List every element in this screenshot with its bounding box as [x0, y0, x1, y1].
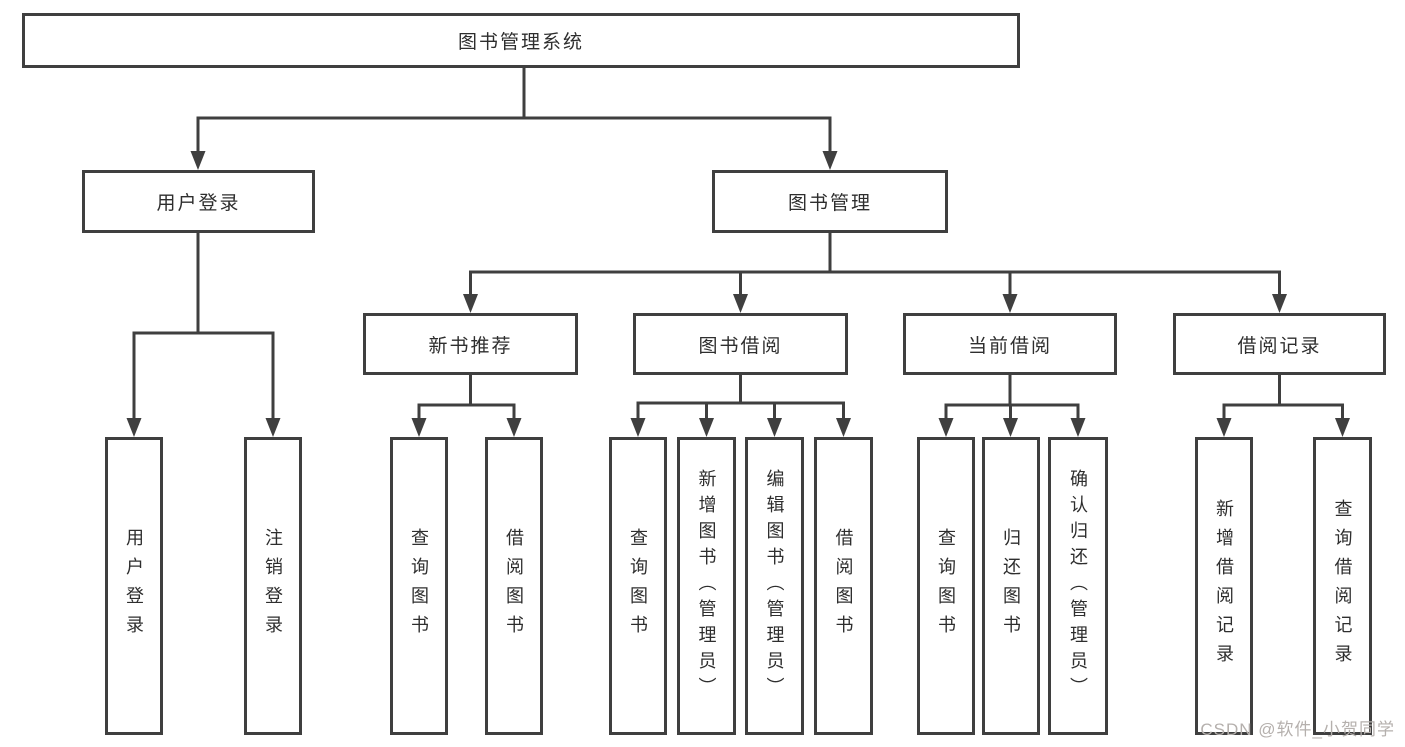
- arrow-icon: [1335, 418, 1350, 437]
- node-label: 查询图书: [936, 528, 956, 644]
- connector-newbook-split: [417, 403, 516, 420]
- connector-bookmgmt-split: [469, 270, 1281, 296]
- node-label: 查询借阅记录: [1332, 499, 1353, 673]
- node-leaf-add-books-admin: 新增图书（管理员）: [677, 437, 736, 735]
- arrow-icon: [836, 418, 851, 437]
- arrow-icon: [733, 294, 748, 313]
- node-leaf-recommend-borrow-books: 借阅图书: [485, 437, 543, 735]
- arrow-icon: [126, 418, 142, 437]
- node-label: 图书管理系统: [457, 32, 584, 53]
- arrow-icon: [463, 294, 478, 313]
- node-leaf-edit-books-admin: 编辑图书（管理员）: [745, 437, 804, 735]
- node-leaf-return-books: 归还图书: [982, 437, 1040, 735]
- node-leaf-recommend-query-books: 查询图书: [390, 437, 448, 735]
- connector-root-split: [196, 116, 832, 152]
- arrow-icon: [822, 151, 838, 170]
- node-leaf-borrow-books: 借阅图书: [814, 437, 873, 735]
- node-borrowing-records: 借阅记录: [1173, 313, 1386, 375]
- connector-userlogin-split: [132, 331, 275, 420]
- node-leaf-logout: 注销登录: [244, 437, 302, 735]
- arrow-icon: [699, 418, 714, 437]
- node-leaf-user-login: 用户登录: [105, 437, 163, 735]
- arrowheads: [126, 151, 1350, 437]
- arrow-icon: [1216, 418, 1232, 437]
- node-label: 用户登录: [124, 528, 144, 644]
- arrow-icon: [190, 151, 206, 170]
- node-label: 图书管理: [787, 193, 872, 214]
- arrow-icon: [1003, 418, 1018, 437]
- node-leaf-query-borrow-record: 查询借阅记录: [1313, 437, 1372, 735]
- node-label: 当前借阅: [967, 335, 1052, 357]
- node-book-borrowing: 图书借阅: [633, 313, 848, 375]
- node-label: 查询图书: [409, 528, 429, 644]
- node-label: 查询图书: [628, 528, 648, 644]
- node-book-management: 图书管理: [712, 170, 948, 233]
- arrow-icon: [506, 418, 522, 437]
- arrow-icon: [411, 418, 427, 437]
- connector-borrowing-split: [636, 401, 845, 420]
- arrow-icon: [1002, 294, 1018, 313]
- node-leaf-current-query-books: 查询图书: [917, 437, 975, 735]
- node-library-system: 图书管理系统: [22, 13, 1020, 68]
- node-label: 新增图书（管理员）: [696, 469, 717, 703]
- node-current-borrowing: 当前借阅: [903, 313, 1117, 375]
- arrow-icon: [938, 418, 954, 437]
- node-label: 归还图书: [1001, 528, 1021, 644]
- node-label: 借阅图书: [504, 528, 524, 644]
- arrow-icon: [630, 418, 646, 437]
- connector-records-split: [1222, 403, 1344, 420]
- node-label: 借阅图书: [833, 528, 854, 644]
- node-label: 确认归还（管理员）: [1068, 469, 1088, 703]
- node-label: 借阅记录: [1237, 335, 1322, 357]
- arrow-icon: [1272, 294, 1287, 313]
- node-user-login: 用户登录: [82, 170, 315, 233]
- node-new-book-recommend: 新书推荐: [363, 313, 578, 375]
- node-leaf-add-borrow-record: 新增借阅记录: [1195, 437, 1253, 735]
- node-label: 编辑图书（管理员）: [764, 469, 785, 703]
- node-label: 图书借阅: [698, 335, 783, 357]
- watermark: CSDN @软件_小贺同学: [1200, 720, 1395, 739]
- node-leaf-confirm-return-admin: 确认归还（管理员）: [1048, 437, 1108, 735]
- arrow-icon: [265, 418, 281, 437]
- node-label: 用户登录: [156, 193, 241, 214]
- node-label: 新增借阅记录: [1214, 499, 1234, 673]
- node-label: 新书推荐: [428, 335, 513, 357]
- arrow-icon: [767, 418, 782, 437]
- arrow-icon: [1070, 418, 1086, 437]
- node-leaf-borrowing-query-books: 查询图书: [609, 437, 667, 735]
- node-label: 注销登录: [263, 528, 283, 644]
